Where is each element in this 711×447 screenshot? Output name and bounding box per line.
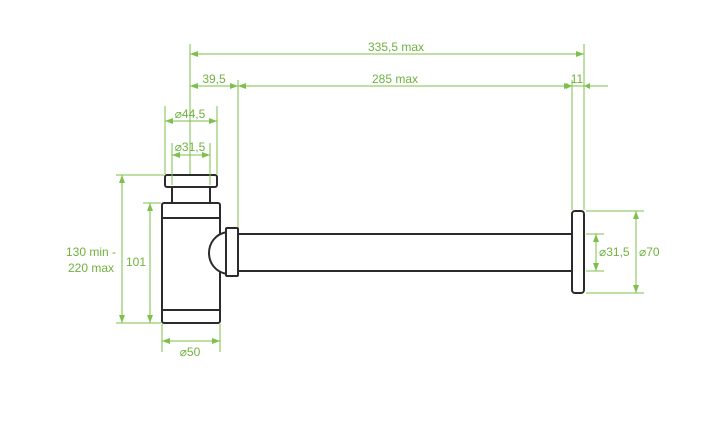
arrow-flange-right: [584, 83, 590, 89]
dimension-lines: [116, 44, 644, 352]
label-flange-thickness: 11: [571, 72, 584, 86]
wall-flange: [571, 210, 585, 294]
arrow-flange-dia-top: [633, 211, 639, 219]
arrow-body-dia-right: [212, 338, 220, 344]
label-total-length: 335,5 max: [368, 40, 424, 54]
label-neck-diameter: ⌀31,5: [175, 140, 206, 154]
arrow-offset-left: [190, 83, 198, 89]
arrow-body-dia-left: [162, 338, 170, 344]
arrow-tube-dia-top: [593, 234, 599, 242]
arrow-flange-left: [566, 83, 572, 89]
arrow-tube-left: [238, 83, 246, 89]
arrow-flange-dia-bottom: [633, 285, 639, 293]
arrow-height-bottom: [119, 315, 125, 323]
arrow-body-bottom: [147, 315, 153, 323]
label-tube-length: 285 max: [372, 72, 418, 86]
arrow-total-right: [576, 51, 584, 57]
label-body-diameter: ⌀50: [180, 345, 201, 359]
arrow-offset-right: [230, 83, 238, 89]
arrow-total-left: [190, 51, 198, 57]
arrow-cap-right: [209, 118, 217, 124]
trap-cap: [164, 174, 218, 188]
arrow-body-top: [147, 203, 153, 211]
bottle-trap-part: [161, 174, 585, 324]
arrow-cap-left: [165, 118, 173, 124]
label-cap-diameter: ⌀44,5: [175, 107, 206, 121]
label-tube-diameter: ⌀31,5: [599, 245, 630, 259]
label-flange-diameter: ⌀70: [639, 245, 660, 259]
dimension-labels: 335,5 max 39,5 285 max 11 ⌀44,5 ⌀31,5 13…: [66, 40, 660, 359]
label-body-height: 101: [126, 255, 146, 269]
label-height-range-line1: 130 min -: [66, 245, 116, 259]
label-height-range-line2: 220 max: [68, 261, 114, 275]
trap-neck: [171, 185, 211, 204]
arrow-tube-dia-bottom: [593, 263, 599, 271]
label-offset: 39,5: [202, 72, 226, 86]
arrow-neck-left: [172, 152, 180, 158]
arrow-height-top: [119, 175, 125, 183]
arrow-neck-right: [202, 152, 210, 158]
connector-nut: [225, 227, 239, 277]
horizontal-tube: [237, 233, 575, 272]
